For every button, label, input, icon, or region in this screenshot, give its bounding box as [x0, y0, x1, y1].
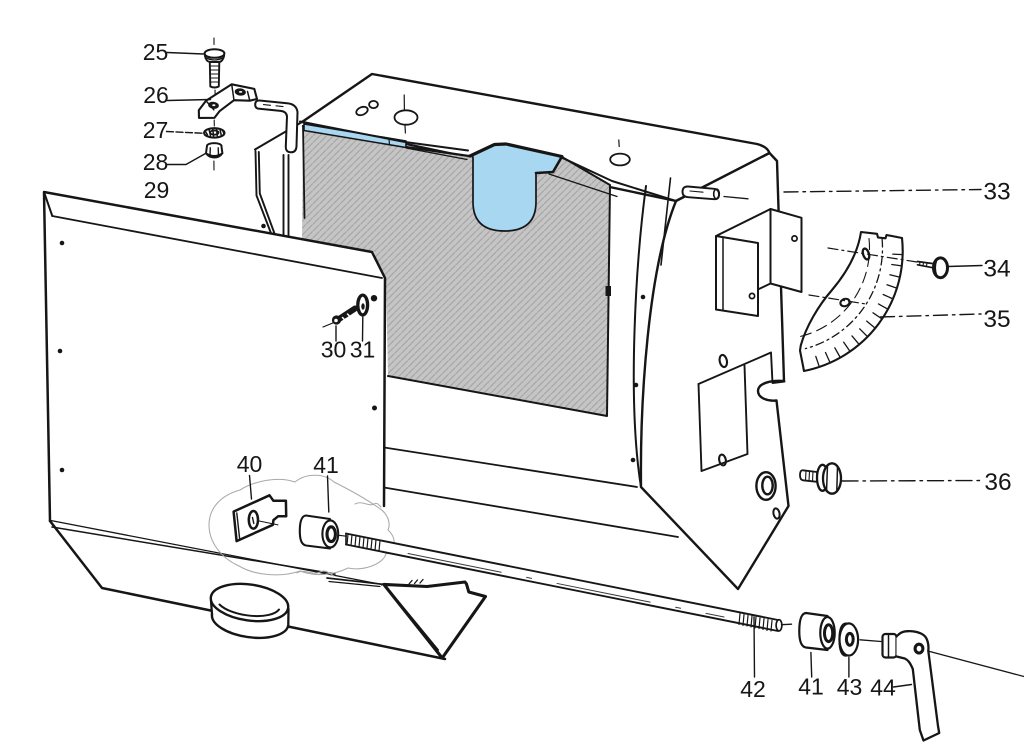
svg-text:44: 44: [870, 675, 896, 701]
svg-text:29: 29: [144, 177, 170, 203]
svg-text:33: 33: [983, 179, 1010, 206]
svg-text:41: 41: [313, 452, 339, 478]
svg-text:28: 28: [143, 149, 169, 175]
svg-text:40: 40: [237, 451, 263, 477]
svg-text:30: 30: [321, 337, 347, 363]
svg-text:31: 31: [350, 337, 376, 363]
svg-text:34: 34: [983, 256, 1010, 283]
svg-text:26: 26: [143, 82, 169, 108]
svg-text:43: 43: [837, 674, 863, 700]
svg-text:36: 36: [984, 469, 1011, 496]
svg-text:41: 41: [798, 674, 824, 700]
svg-text:27: 27: [143, 117, 169, 143]
svg-text:35: 35: [983, 306, 1010, 333]
svg-text:42: 42: [740, 676, 766, 702]
svg-text:25: 25: [143, 39, 169, 65]
